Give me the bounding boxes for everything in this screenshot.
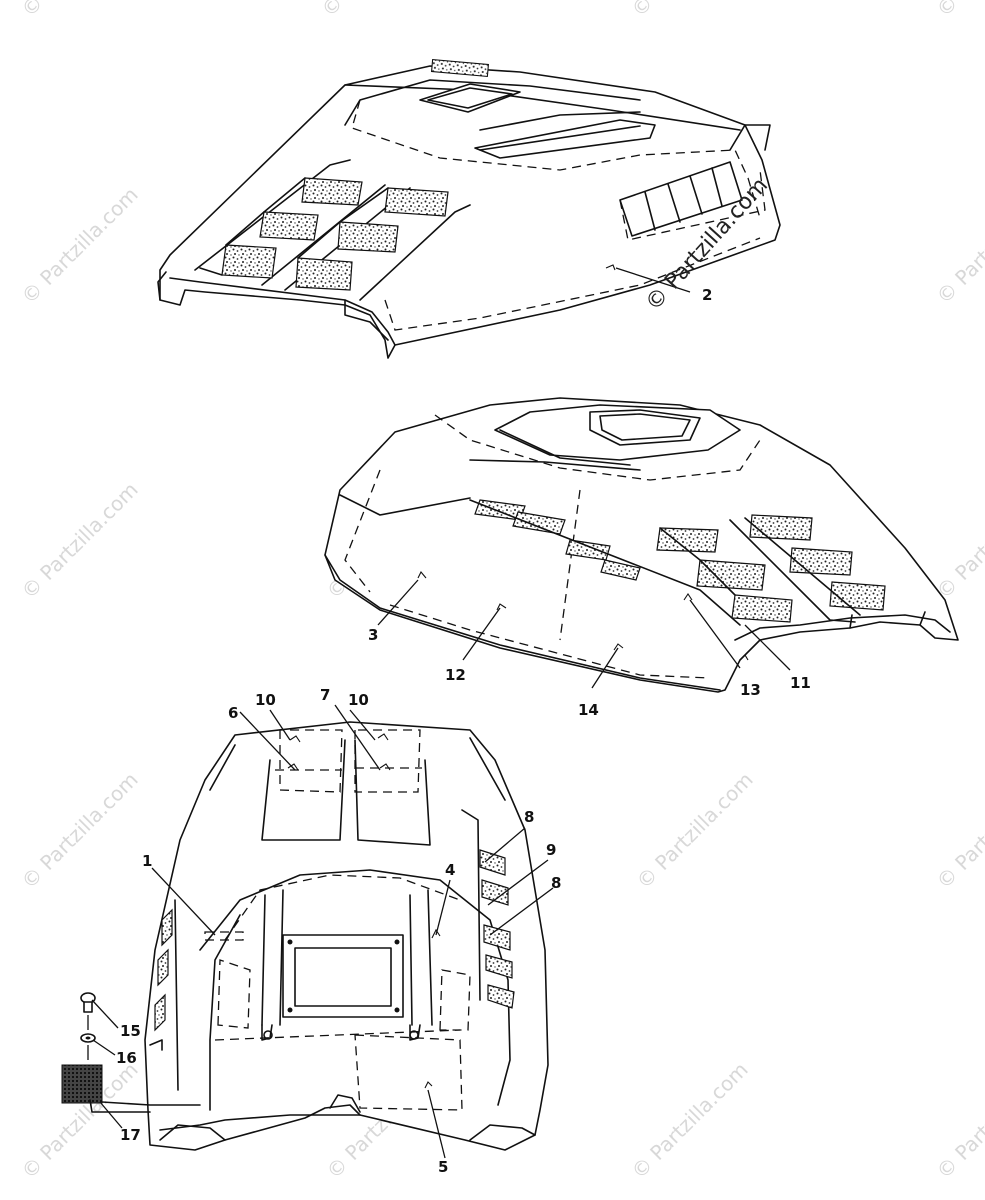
watermark-text: © Partzilla.com xyxy=(932,182,985,308)
watermark-text: © Partzilla.com xyxy=(932,0,985,22)
washer-part xyxy=(80,1033,96,1043)
screen-mesh-part xyxy=(61,1064,103,1104)
hood-view-bottom xyxy=(144,721,549,1151)
callout-11: 11 xyxy=(790,674,811,692)
callout-8-bottom: 8 xyxy=(551,874,561,892)
callout-15: 15 xyxy=(120,1022,141,1040)
callout-3: 3 xyxy=(368,626,378,644)
watermark-text: © Partzilla.com xyxy=(17,0,143,22)
callout-14: 14 xyxy=(578,701,599,719)
callout-6: 6 xyxy=(228,704,238,722)
watermark-text: © Partzilla.com xyxy=(632,767,758,893)
watermark-text: © Partzilla.com xyxy=(932,767,985,893)
watermark-text: © Partzilla.com xyxy=(627,0,753,22)
callout-4: 4 xyxy=(445,861,455,879)
watermark-text: © Partzilla.com xyxy=(17,767,143,893)
callout-9: 9 xyxy=(546,841,556,859)
watermark-text: © Partzilla.com xyxy=(317,0,443,22)
callout-16: 16 xyxy=(116,1049,137,1067)
callout-1: 1 xyxy=(142,852,152,870)
callout-17: 17 xyxy=(120,1126,141,1144)
hardware-parts xyxy=(61,992,201,1113)
hood-view-top xyxy=(157,58,781,359)
rivet-part xyxy=(80,992,96,1013)
callout-8-top: 8 xyxy=(524,808,534,826)
callout-7: 7 xyxy=(320,686,330,704)
watermark-text: © Partzilla.com xyxy=(932,1057,985,1183)
callout-12: 12 xyxy=(445,666,466,684)
callout-labels: 2 3 12 14 13 11 10 7 10 6 1 4 8 9 8 15 1… xyxy=(116,286,811,1176)
callout-2: 2 xyxy=(702,286,712,304)
callout-13: 13 xyxy=(740,681,761,699)
watermark-text: © Partzilla.com xyxy=(17,182,143,308)
callout-10-right: 10 xyxy=(348,691,369,709)
hood-view-middle xyxy=(324,397,959,693)
watermark-text: © Partzilla.com xyxy=(932,477,985,603)
leader-lines xyxy=(91,267,791,1159)
callout-5: 5 xyxy=(438,1158,448,1176)
watermark-text: © Partzilla.com xyxy=(627,1057,753,1183)
watermark-text: © Partzilla.com xyxy=(17,477,143,603)
callout-10-left: 10 xyxy=(255,691,276,709)
